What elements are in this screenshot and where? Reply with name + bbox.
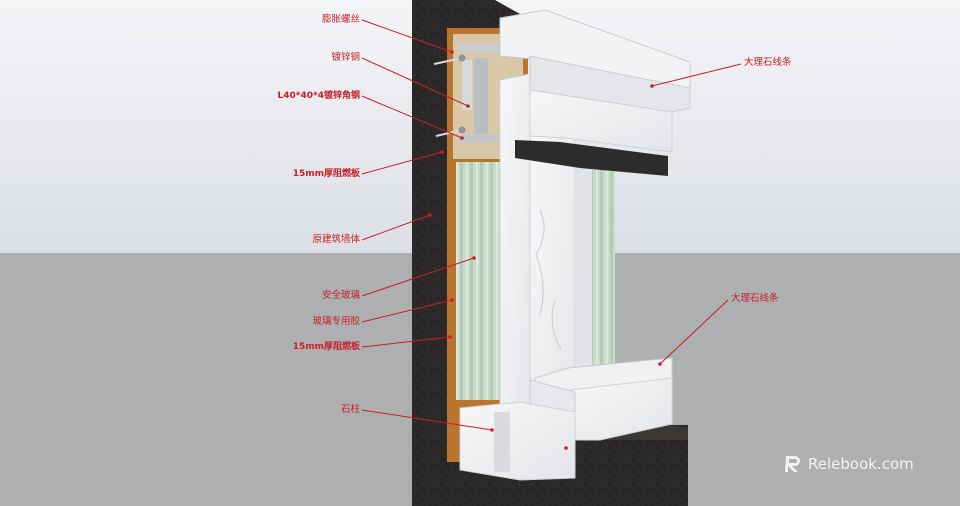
leader-fire-board-bottom	[361, 336, 451, 348]
label-angle-steel: L40*40*4镀锌角钢	[277, 91, 360, 101]
leader-marble-strip-mid	[659, 299, 729, 365]
safety-glass	[456, 162, 503, 400]
steel-plate	[462, 60, 472, 110]
safety-glass-right	[589, 170, 615, 380]
dark-drip-groove	[515, 140, 668, 176]
leader-lines	[361, 19, 742, 431]
stone-column-slot	[494, 412, 510, 472]
galvanized-steel-bracket	[458, 44, 518, 52]
marble-cornice-front	[529, 55, 691, 113]
leader-original-wall	[361, 214, 431, 241]
angle-steel-horizontal	[458, 134, 498, 142]
label-galvanized-steel: 镀锌钢	[331, 52, 360, 63]
label-fire-board-bottom: 15mm厚阻燃板	[292, 342, 360, 352]
label-marble-strip-mid: 大理石线条	[731, 293, 779, 304]
watermark: Relebook.com	[783, 454, 914, 474]
leader-dots	[428, 50, 662, 450]
marble-column-side	[575, 150, 592, 380]
leader-galvanized-steel	[361, 57, 469, 107]
label-stone-column: 石柱	[340, 404, 360, 415]
label-fire-board-top: 15mm厚阻燃板	[292, 169, 360, 179]
leader-fire-board-top	[361, 151, 443, 175]
leader-marble-strip-top	[651, 63, 742, 87]
leader-glass-glue	[361, 299, 453, 323]
angle-steel-vertical	[474, 58, 488, 138]
leader-angle-steel	[361, 95, 463, 139]
leader-expansion-screw	[361, 19, 453, 53]
label-expansion-screw: 膨胀螺丝	[321, 14, 360, 25]
watermark-text: Relebook.com	[808, 455, 914, 473]
label-original-wall: 原建筑墙体	[312, 234, 360, 245]
label-safety-glass: 安全玻璃	[321, 290, 360, 301]
label-glass-glue: 玻璃专用胶	[312, 316, 360, 327]
stone-column-base	[459, 401, 576, 481]
marble-lintel	[529, 89, 673, 153]
leader-safety-glass	[361, 257, 475, 297]
fire-board-left	[447, 160, 456, 460]
expansion-screw-1	[433, 57, 463, 65]
label-marble-strip-top: 大理石线条	[744, 57, 792, 68]
relebook-logo-icon	[785, 456, 800, 472]
leader-stone-column	[361, 409, 493, 431]
